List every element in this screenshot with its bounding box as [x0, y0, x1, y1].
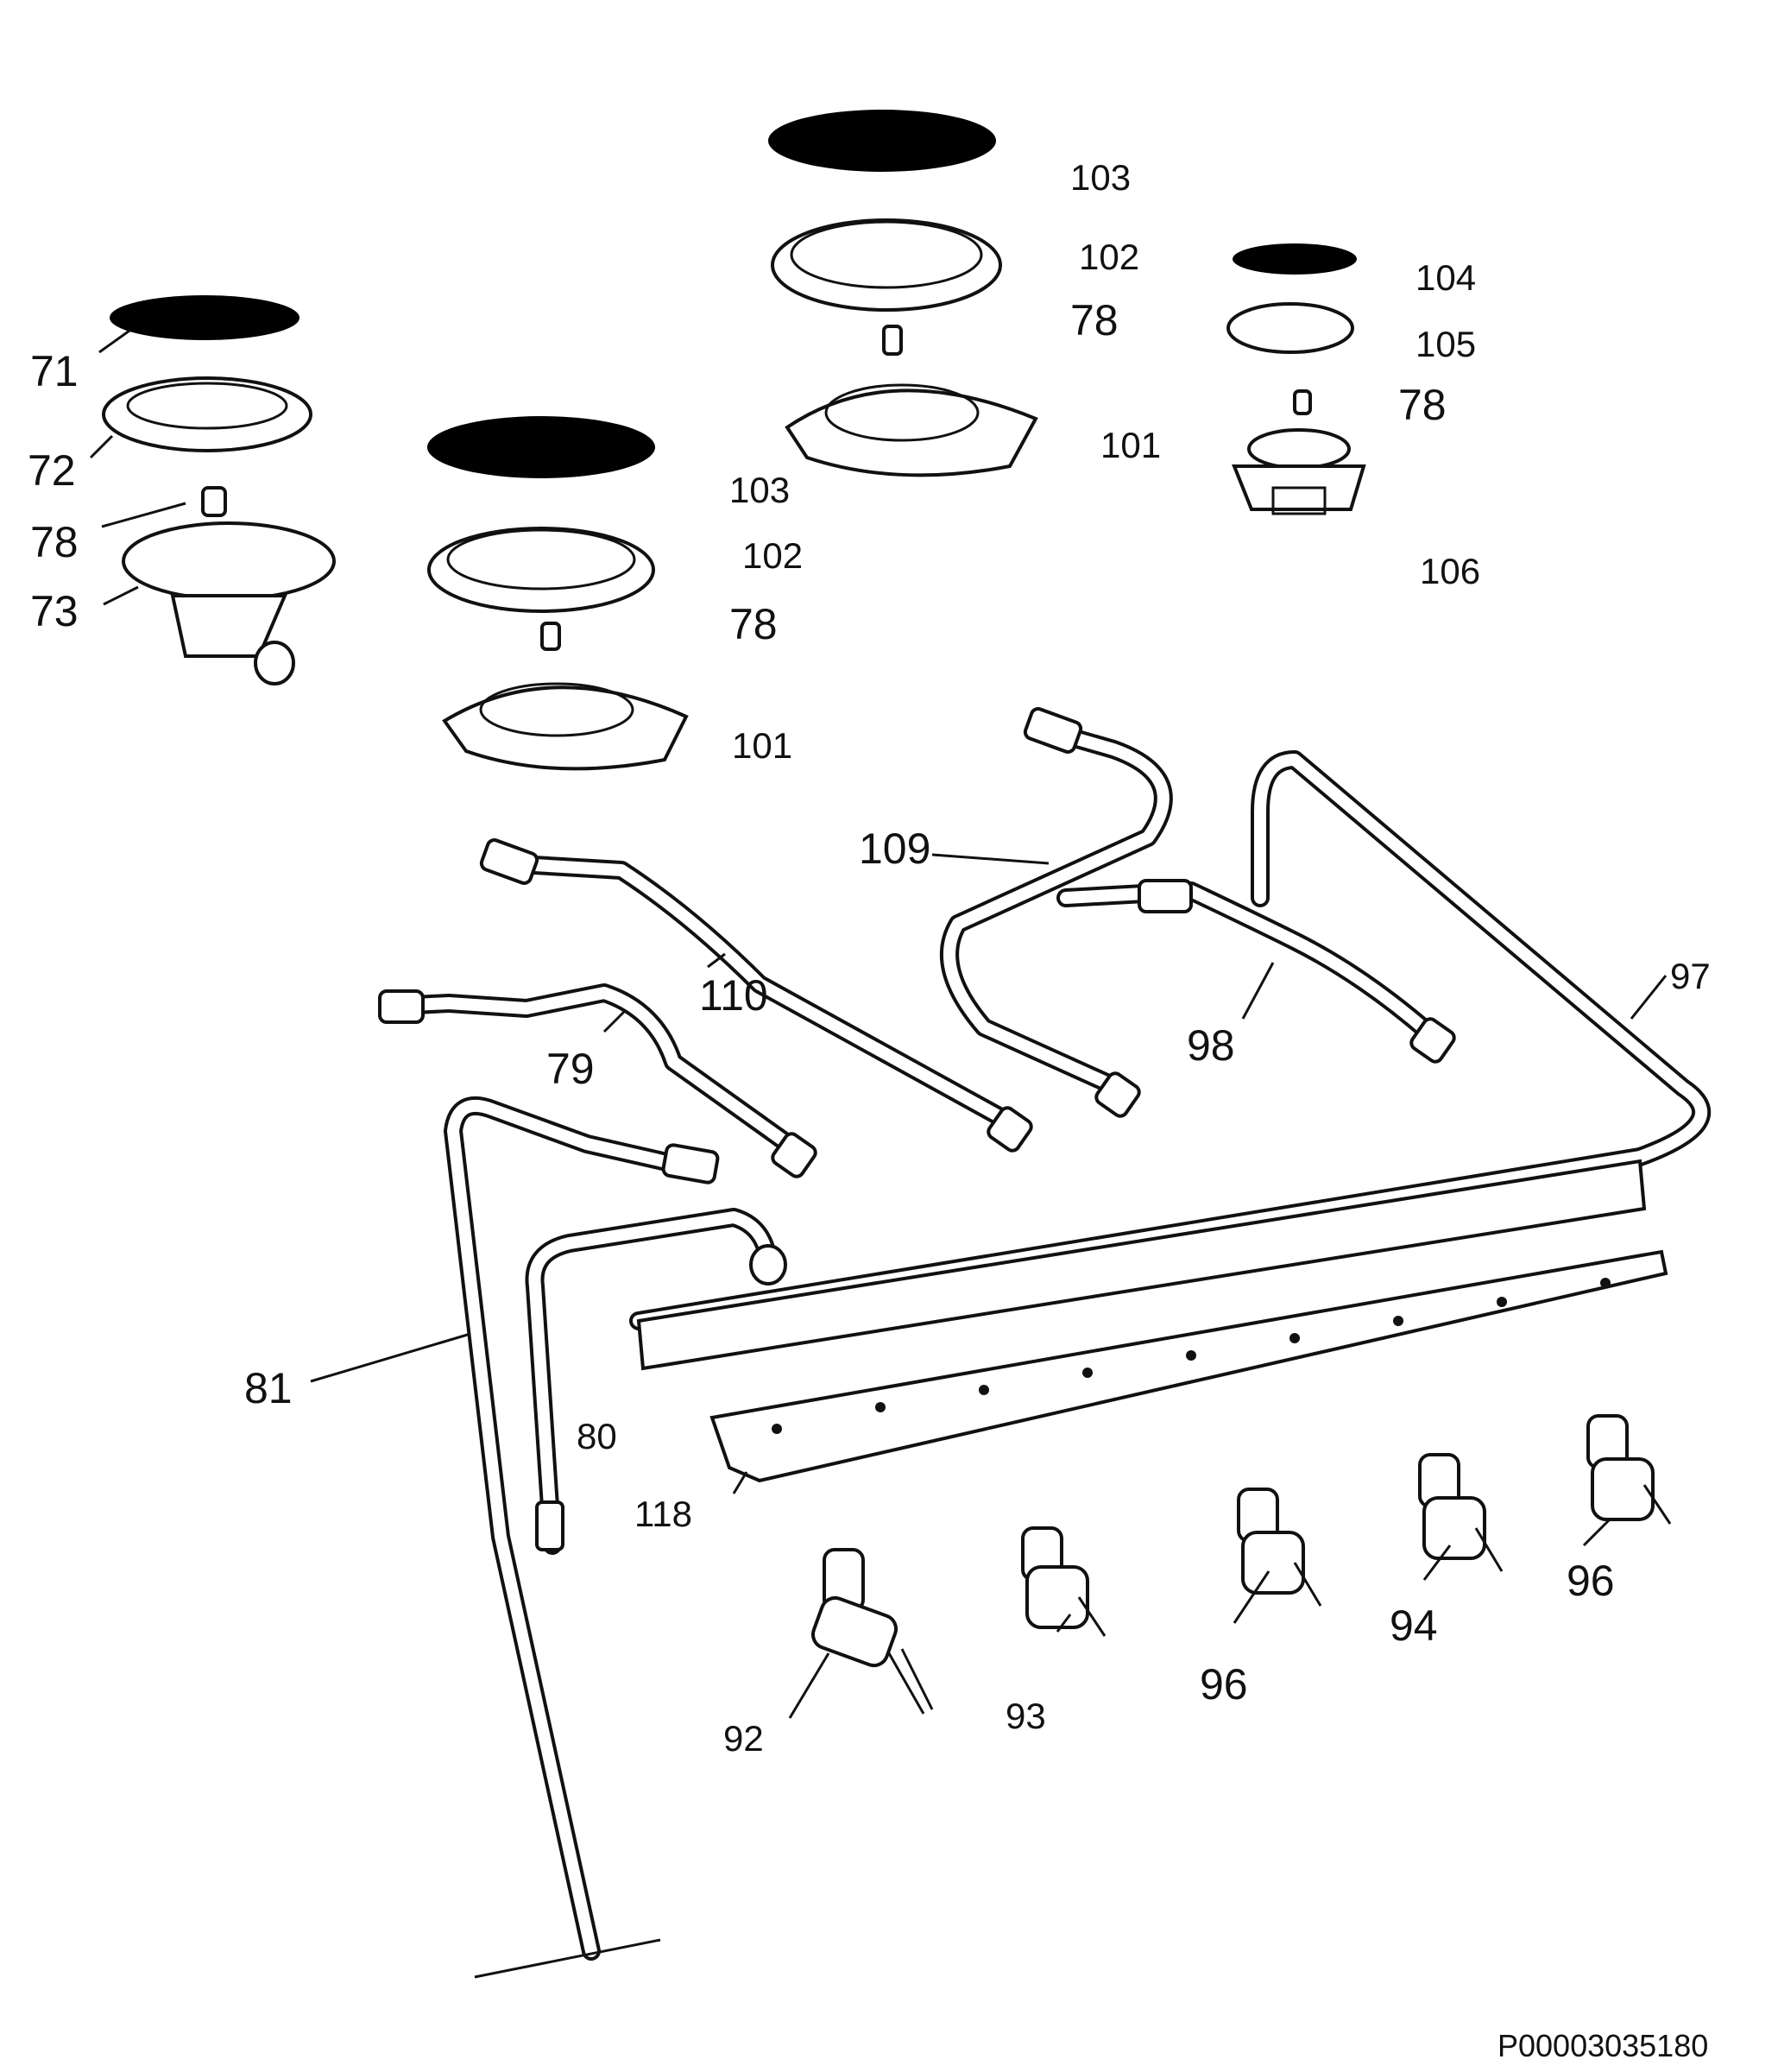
label-98: 98	[1187, 1021, 1235, 1070]
label-78-middle: 78	[729, 600, 778, 648]
leader-lines	[310, 853, 1668, 1719]
burner-assembly-top	[768, 110, 1038, 477]
injector-78-middle	[540, 622, 561, 651]
gas-valve-94	[1418, 1453, 1504, 1572]
floor-line	[474, 1938, 661, 1979]
label-118: 118	[634, 1494, 692, 1534]
label-103-top: 103	[1070, 157, 1131, 198]
label-78-top: 78	[1070, 296, 1119, 344]
label-78-left: 78	[30, 518, 79, 566]
label-96-center: 96	[1200, 1660, 1248, 1709]
burner-assembly-middle	[427, 416, 689, 771]
label-103-middle: 103	[729, 470, 790, 510]
part-labels: 71 72 78 73 103 102 78 101 103 102 78 10…	[28, 157, 1711, 1759]
label-96-right: 96	[1567, 1557, 1615, 1605]
label-109: 109	[859, 824, 930, 873]
burner-base-101-top	[785, 388, 1038, 477]
burner-cap-103-top	[768, 110, 996, 172]
label-79: 79	[546, 1045, 595, 1093]
pipe-fittings	[378, 707, 1456, 1184]
label-110: 110	[699, 971, 768, 1020]
injector-78-top	[882, 325, 903, 356]
mounting-rails	[636, 1159, 1668, 1483]
valve-rail-118	[709, 1249, 1668, 1483]
label-73: 73	[30, 587, 79, 635]
gas-valve-93	[1021, 1526, 1107, 1637]
label-105: 105	[1415, 324, 1476, 364]
gas-valve-92	[810, 1548, 934, 1715]
label-101-top: 101	[1100, 425, 1161, 465]
label-102-middle: 102	[742, 535, 803, 576]
burner-body-106	[1247, 428, 1351, 470]
label-78-right: 78	[1398, 381, 1447, 429]
burner-body-73	[122, 521, 336, 601]
label-92: 92	[723, 1718, 764, 1759]
burner-cap-104	[1233, 243, 1357, 275]
gas-valve-96-center	[1237, 1488, 1322, 1607]
flame-spreader-105	[1226, 302, 1354, 354]
burner-assembly-right	[1226, 243, 1366, 515]
gas-valve-96-right	[1586, 1414, 1672, 1525]
flame-spreader-102-middle	[427, 527, 655, 613]
burner-assembly-left	[89, 295, 336, 685]
rail-panel	[636, 1159, 1647, 1371]
label-106: 106	[1420, 551, 1480, 591]
label-104: 104	[1415, 257, 1476, 298]
label-71: 71	[30, 347, 79, 395]
label-81: 81	[244, 1364, 293, 1412]
burner-base-101-middle	[442, 685, 689, 771]
label-101-middle: 101	[732, 725, 792, 766]
gas-pipes	[388, 720, 1712, 1979]
gas-valves	[810, 1414, 1672, 1715]
label-72: 72	[28, 446, 76, 495]
diagram-reference-code: P00003035180	[1497, 2028, 1708, 2063]
label-94: 94	[1390, 1601, 1438, 1650]
label-102-top: 102	[1079, 237, 1139, 277]
flame-spreader-72	[102, 376, 312, 452]
burner-cap-71	[110, 295, 299, 340]
label-97: 97	[1670, 956, 1711, 996]
label-93: 93	[1006, 1696, 1046, 1736]
injector-78-left	[201, 486, 227, 517]
label-80: 80	[577, 1416, 617, 1456]
flame-spreader-102-top	[771, 218, 1002, 312]
injector-78-right	[1293, 389, 1312, 415]
burner-cap-103-middle	[427, 416, 655, 478]
